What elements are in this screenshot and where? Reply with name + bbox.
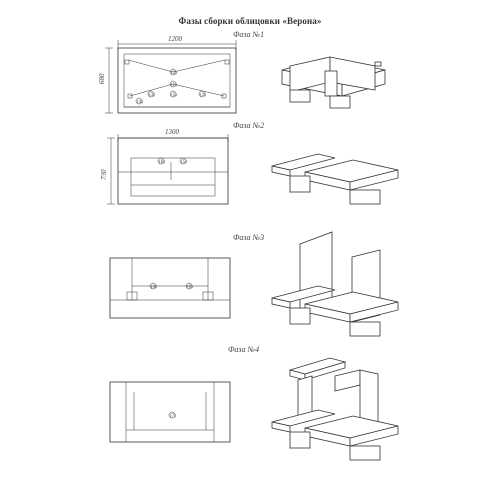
phase-3-marker: (4) bbox=[151, 285, 157, 290]
phase-2-height-dim: 730 bbox=[100, 169, 108, 180]
phase-1-iso-view bbox=[281, 56, 386, 109]
phase-1-marker: (3) bbox=[200, 93, 206, 98]
phase-1-marker: (3) bbox=[149, 93, 155, 98]
phase-1-label: Фаза №1 bbox=[233, 30, 265, 39]
phase-3-marker: (6) bbox=[187, 285, 193, 290]
phase-1-marker: (4) bbox=[137, 100, 143, 105]
phase-2-iso-view bbox=[271, 153, 399, 205]
phase-3-label: Фаза №3 bbox=[233, 233, 265, 242]
phase-4-marker: (7) bbox=[170, 414, 176, 419]
phase-1-height-dim: 680 bbox=[98, 73, 106, 84]
phase-2-marker: (6) bbox=[159, 160, 165, 165]
phase-1-width-dim: 1200 bbox=[168, 35, 183, 43]
phase-1-marker: (1) bbox=[171, 83, 177, 88]
phase-2-top-view bbox=[107, 134, 229, 205]
document-title: Фазы сборки облицовки «Верона» bbox=[178, 16, 322, 26]
phase-4-top-view bbox=[109, 381, 231, 443]
phase-2-label: Фаза №2 bbox=[233, 121, 265, 130]
phase-4-iso-view bbox=[271, 357, 399, 461]
phase-1-top-view bbox=[105, 40, 237, 114]
phase-1-marker: (2) bbox=[171, 71, 177, 76]
phase-3-iso-view bbox=[271, 231, 399, 337]
phase-3-top-view bbox=[109, 257, 231, 319]
phase-2-width-dim: 1300 bbox=[165, 128, 180, 136]
phase-2-marker: (5) bbox=[181, 160, 187, 165]
phase-1-marker: (5) bbox=[171, 93, 177, 98]
phase-4-label: Фаза №4 bbox=[228, 345, 260, 354]
